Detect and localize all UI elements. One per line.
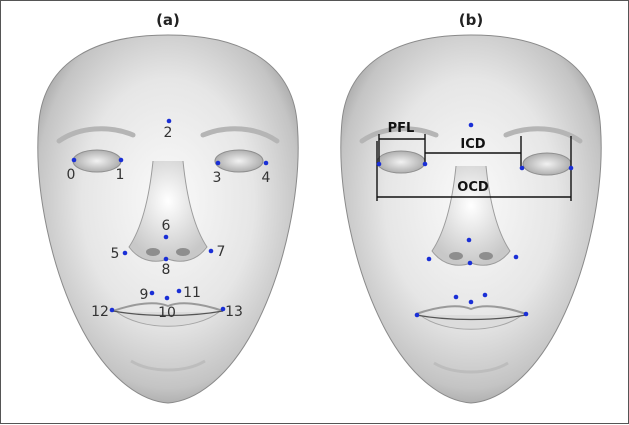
- landmark-dot-b-mouth-right: [415, 313, 420, 318]
- landmark-dot-7: [209, 249, 214, 254]
- landmark-dot-6: [164, 235, 169, 240]
- landmark-dot-2: [167, 119, 172, 124]
- landmark-dot-b-glabella: [469, 123, 474, 128]
- pfl-label: PFL: [388, 121, 415, 136]
- landmark-label-6: 6: [162, 218, 171, 234]
- landmark-dot-b-ex-right: [377, 162, 382, 167]
- landmark-dot-12: [110, 308, 115, 313]
- landmark-label-9: 9: [140, 287, 149, 303]
- landmark-dot-b-lip-center: [469, 300, 474, 305]
- landmark-dot-8: [164, 257, 169, 262]
- landmark-dot-4: [264, 161, 269, 166]
- landmark-dot-b-lip-right: [454, 295, 459, 300]
- landmark-dot-b-alar-right: [427, 257, 432, 262]
- landmark-dot-b-en-left: [520, 166, 525, 171]
- landmark-label-10: 10: [158, 305, 176, 321]
- panel-b-label: (b): [459, 11, 483, 29]
- landmark-label-12: 12: [91, 304, 109, 320]
- landmark-dot-b-ex-left: [569, 166, 574, 171]
- landmark-dot-5: [123, 251, 128, 256]
- landmark-label-2: 2: [164, 125, 173, 141]
- landmark-dot-9: [150, 291, 155, 296]
- landmark-label-8: 8: [162, 262, 171, 278]
- landmark-label-1: 1: [116, 167, 125, 183]
- landmark-label-3: 3: [213, 170, 222, 186]
- landmark-label-0: 0: [67, 167, 76, 183]
- landmark-dot-b-subnasale: [468, 261, 473, 266]
- face-b: [341, 35, 601, 403]
- landmark-dot-11: [177, 289, 182, 294]
- landmark-dot-b-alar-left: [514, 255, 519, 260]
- landmark-dot-0: [72, 158, 77, 163]
- landmark-dot-b-lip-left: [483, 293, 488, 298]
- panel-b: (b): [341, 11, 601, 403]
- landmark-label-7: 7: [217, 244, 226, 260]
- landmark-label-13: 13: [225, 304, 243, 320]
- landmark-dot-b-nose-tip: [467, 238, 472, 243]
- landmark-label-11: 11: [183, 285, 201, 301]
- landmark-label-5: 5: [111, 246, 120, 262]
- landmark-dot-10: [165, 296, 170, 301]
- panel-a: (a): [38, 11, 298, 403]
- landmark-dot-3: [216, 161, 221, 166]
- landmark-dot-1: [119, 158, 124, 163]
- landmark-label-4: 4: [262, 170, 271, 186]
- landmark-dot-b-en-right: [423, 162, 428, 167]
- ocd-label: OCD: [457, 180, 489, 195]
- icd-label: ICD: [460, 137, 485, 152]
- landmark-dot-b-mouth-left: [524, 312, 529, 317]
- panel-a-label: (a): [156, 11, 180, 29]
